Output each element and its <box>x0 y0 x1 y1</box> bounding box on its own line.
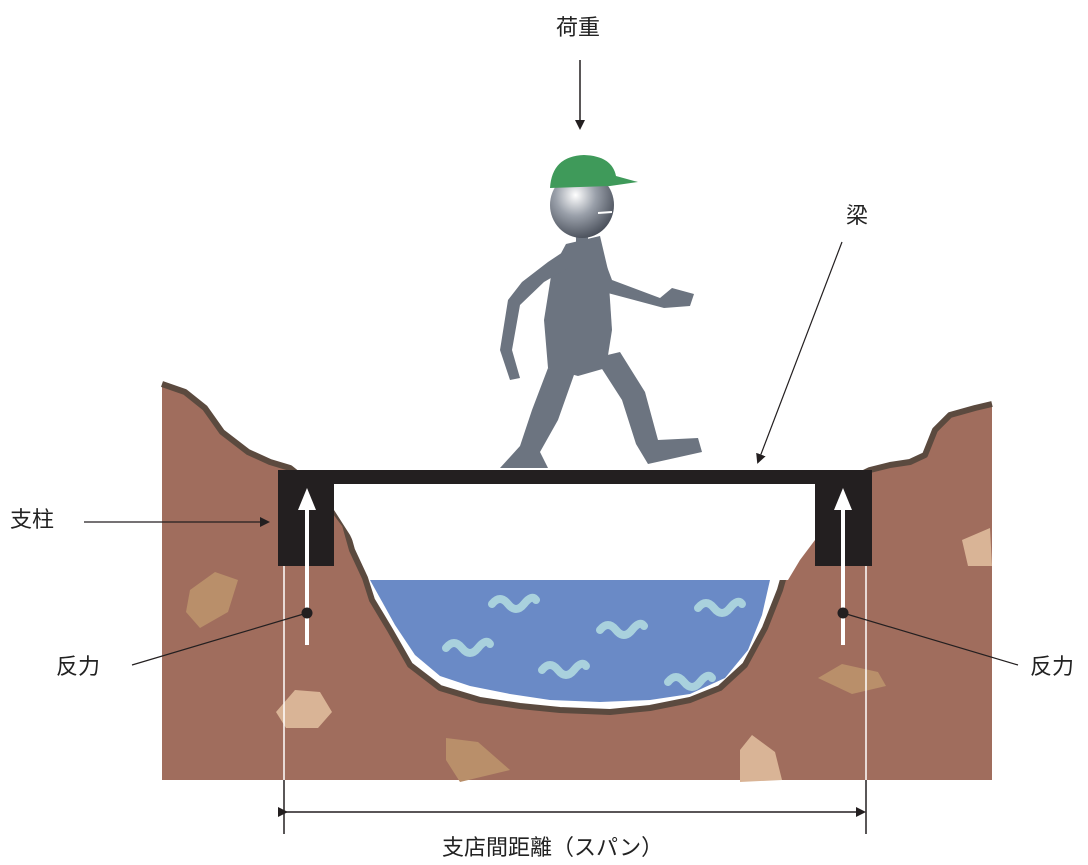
person-head <box>550 172 614 238</box>
walking-person <box>500 155 702 468</box>
reaction-label-left: 反力 <box>56 655 101 680</box>
rock <box>186 572 238 628</box>
person-arm-front <box>594 248 694 308</box>
person-leg-back <box>500 368 575 468</box>
water <box>370 580 770 702</box>
wave <box>538 659 590 679</box>
wave <box>596 619 648 639</box>
rock <box>446 738 510 782</box>
person-cap <box>550 155 638 188</box>
reaction-arrow-right <box>834 488 852 645</box>
reaction-leader-right <box>842 612 1019 666</box>
rock <box>740 735 782 782</box>
water-waves <box>442 593 746 691</box>
wave <box>664 671 716 691</box>
ground <box>162 384 992 780</box>
person-mouth <box>597 211 613 214</box>
wave <box>488 593 540 613</box>
rock <box>818 664 886 694</box>
beam-label: 梁 <box>846 204 869 229</box>
rock <box>962 528 992 566</box>
wave <box>442 637 494 657</box>
rock <box>276 690 332 728</box>
reaction-point-right <box>837 607 849 619</box>
rocks <box>186 528 992 782</box>
wave <box>694 597 746 617</box>
person-arm-back <box>500 250 568 380</box>
span-label: 支店間距離（スパン） <box>442 836 664 861</box>
reaction-label-right: 反力 <box>1030 655 1075 680</box>
reaction-arrow-left <box>298 488 316 645</box>
gap-air <box>334 484 815 580</box>
person-leg-front <box>595 352 702 464</box>
beam <box>278 470 872 484</box>
pillar-label: 支柱 <box>10 508 55 533</box>
reaction-leader-left <box>131 612 308 666</box>
load-label: 荷重 <box>556 16 601 41</box>
reaction-point-left <box>301 607 313 619</box>
beam-leader <box>756 241 843 464</box>
